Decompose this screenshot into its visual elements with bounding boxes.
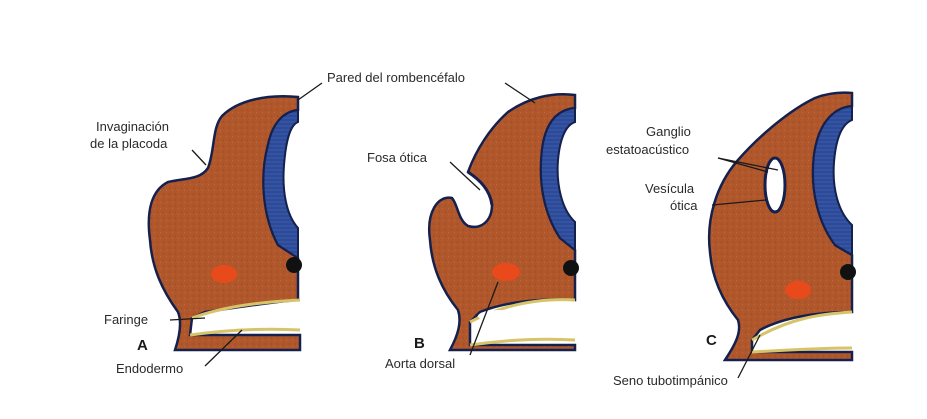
label-invaginacion-1: Invaginación (96, 119, 169, 134)
label-vesicula-2: ótica (670, 198, 698, 213)
panel-c-notochord (840, 264, 856, 280)
panel-c-aorta (785, 281, 811, 299)
label-invaginacion-2: de la placoda (90, 136, 168, 151)
label-vesicula-1: Vesícula (645, 181, 695, 196)
panel-c (709, 93, 856, 360)
label-seno: Seno tubotimpánico (613, 373, 728, 388)
label-fosa: Fosa ótica (367, 150, 428, 165)
leader-invaginacion (192, 150, 206, 165)
panel-a-notochord (286, 257, 302, 273)
label-ganglio-1: Ganglio (646, 124, 691, 139)
leader-pared-b (505, 83, 535, 103)
panel-b (429, 94, 579, 350)
label-faringe: Faringe (104, 312, 148, 327)
panel-a-aorta (211, 265, 237, 283)
label-pared: Pared del rombencéfalo (327, 70, 465, 85)
leader-pared-a (298, 83, 322, 100)
panel-letter-a: A (137, 337, 148, 354)
label-aorta: Aorta dorsal (385, 356, 455, 371)
panel-letter-c: C (706, 332, 717, 349)
panel-c-otic-vesicle (765, 158, 785, 212)
panel-letter-b: B (414, 335, 425, 352)
panel-b-notochord (563, 260, 579, 276)
panel-b-aorta (492, 263, 520, 281)
label-ganglio-2: estatoacústico (606, 142, 689, 157)
panel-a (149, 96, 302, 350)
label-endodermo: Endodermo (116, 361, 183, 376)
